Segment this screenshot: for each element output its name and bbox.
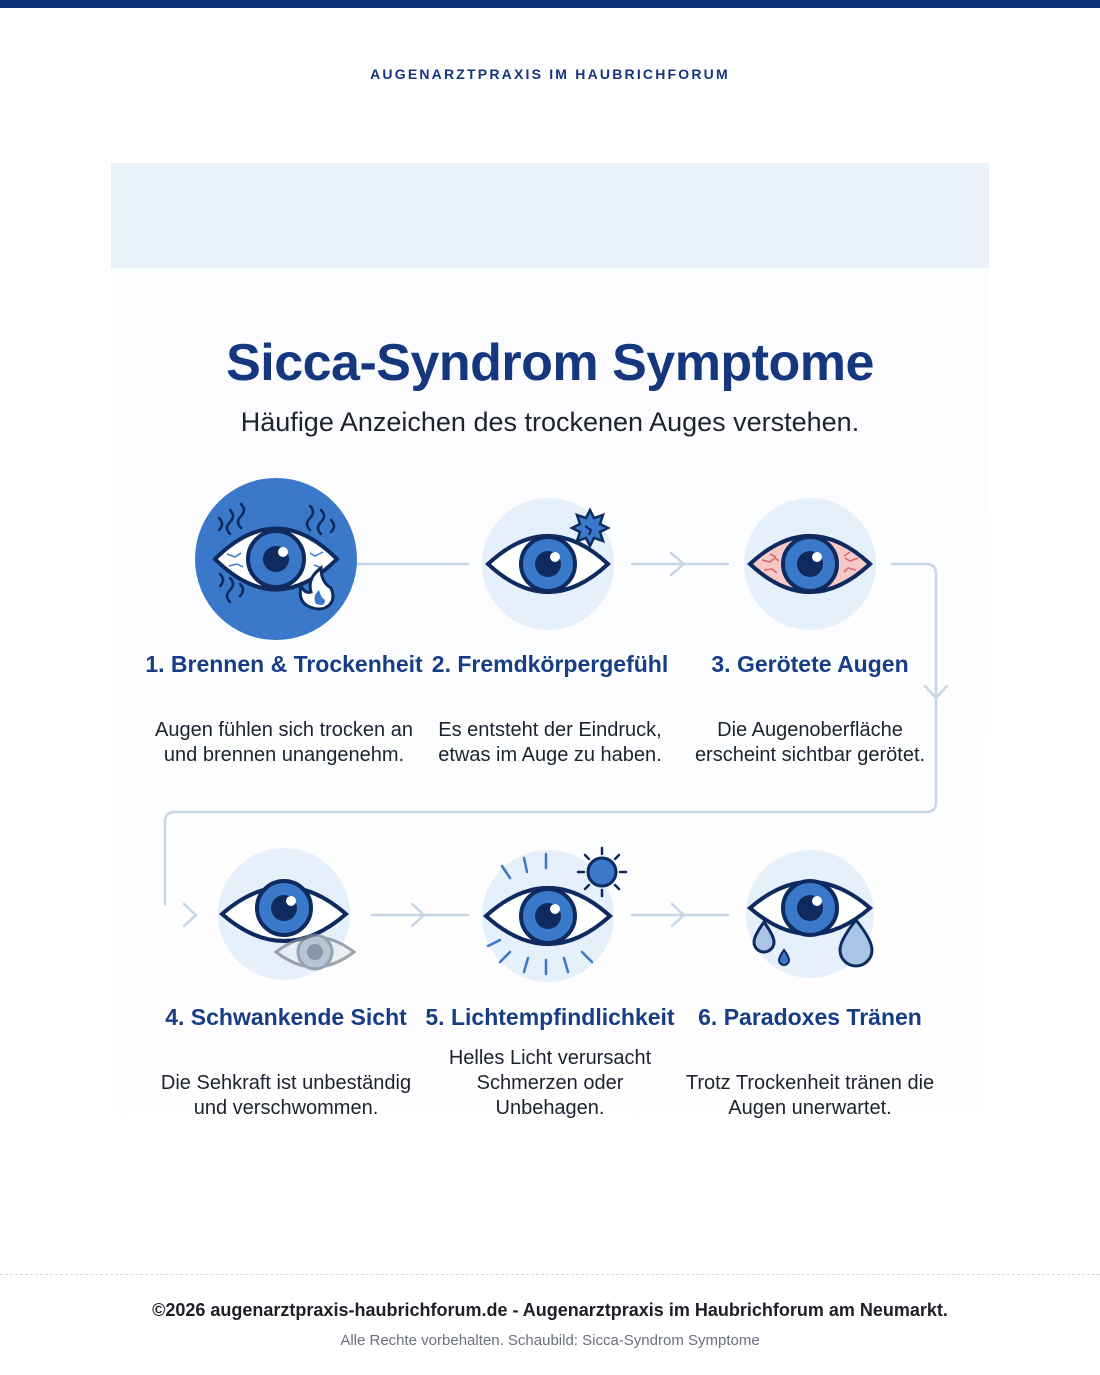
step-2-title: 2. Fremdkörpergefühl <box>431 651 669 677</box>
step-2-description: Es entsteht der Eindruck, etwas im Auge … <box>438 719 662 766</box>
step-4-description: Die Sehkraft ist unbeständig und verschw… <box>160 1072 412 1119</box>
content-panel <box>111 268 989 1268</box>
step-3-description: Die Augenoberfläche erscheint sichtbar g… <box>694 719 926 766</box>
step-1-description: Augen fühlen sich trocken an und brennen… <box>155 719 413 766</box>
header-banner <box>111 163 989 268</box>
footer-rights: Alle Rechte vorbehalten. Schaubild: Sicc… <box>340 1332 760 1349</box>
step-5-description: Helles Licht verursacht Schmerzen oder U… <box>448 1047 652 1119</box>
light-sensitive-eye-icon <box>480 846 636 982</box>
step-4-title: 4. Schwankende Sicht <box>165 1004 407 1030</box>
blurred-eye-icon <box>218 848 358 984</box>
page-subtitle: Häufige Anzeichen des trockenen Auges ve… <box>240 407 860 437</box>
arrow-2-3 <box>669 551 686 577</box>
step-3-title: 3. Gerötete Augen <box>711 651 909 677</box>
step-6-description: Trotz Trockenheit tränen die Augen unerw… <box>685 1072 935 1119</box>
tearing-eye-icon <box>744 848 878 978</box>
arrow-down-3 <box>923 684 949 700</box>
connector-3-4 <box>163 562 938 906</box>
step-5-title: 5. Lichtempfindlichkeit <box>425 1004 675 1030</box>
burning-eye-icon <box>195 478 357 640</box>
arrow-into-4 <box>182 902 198 928</box>
top-accent-bar <box>0 0 1100 8</box>
foreign-body-eye-icon <box>482 498 614 630</box>
practice-name: AUGENARZTPRAXIS IM HAUBRICHFORUM <box>370 66 730 82</box>
footer-copyright: ©2026 augenarztpraxis-haubrichforum.de -… <box>152 1300 948 1320</box>
page-title: Sicca-Syndrom Symptome <box>226 334 874 392</box>
footer-divider <box>0 1274 1100 1275</box>
arrow-5-6 <box>670 902 686 928</box>
arrow-4-5 <box>410 902 426 928</box>
step-6-title: 6. Paradoxes Tränen <box>698 1004 922 1030</box>
red-eye-icon <box>744 498 876 630</box>
step-1-title: 1. Brennen & Trockenheit <box>145 651 423 677</box>
